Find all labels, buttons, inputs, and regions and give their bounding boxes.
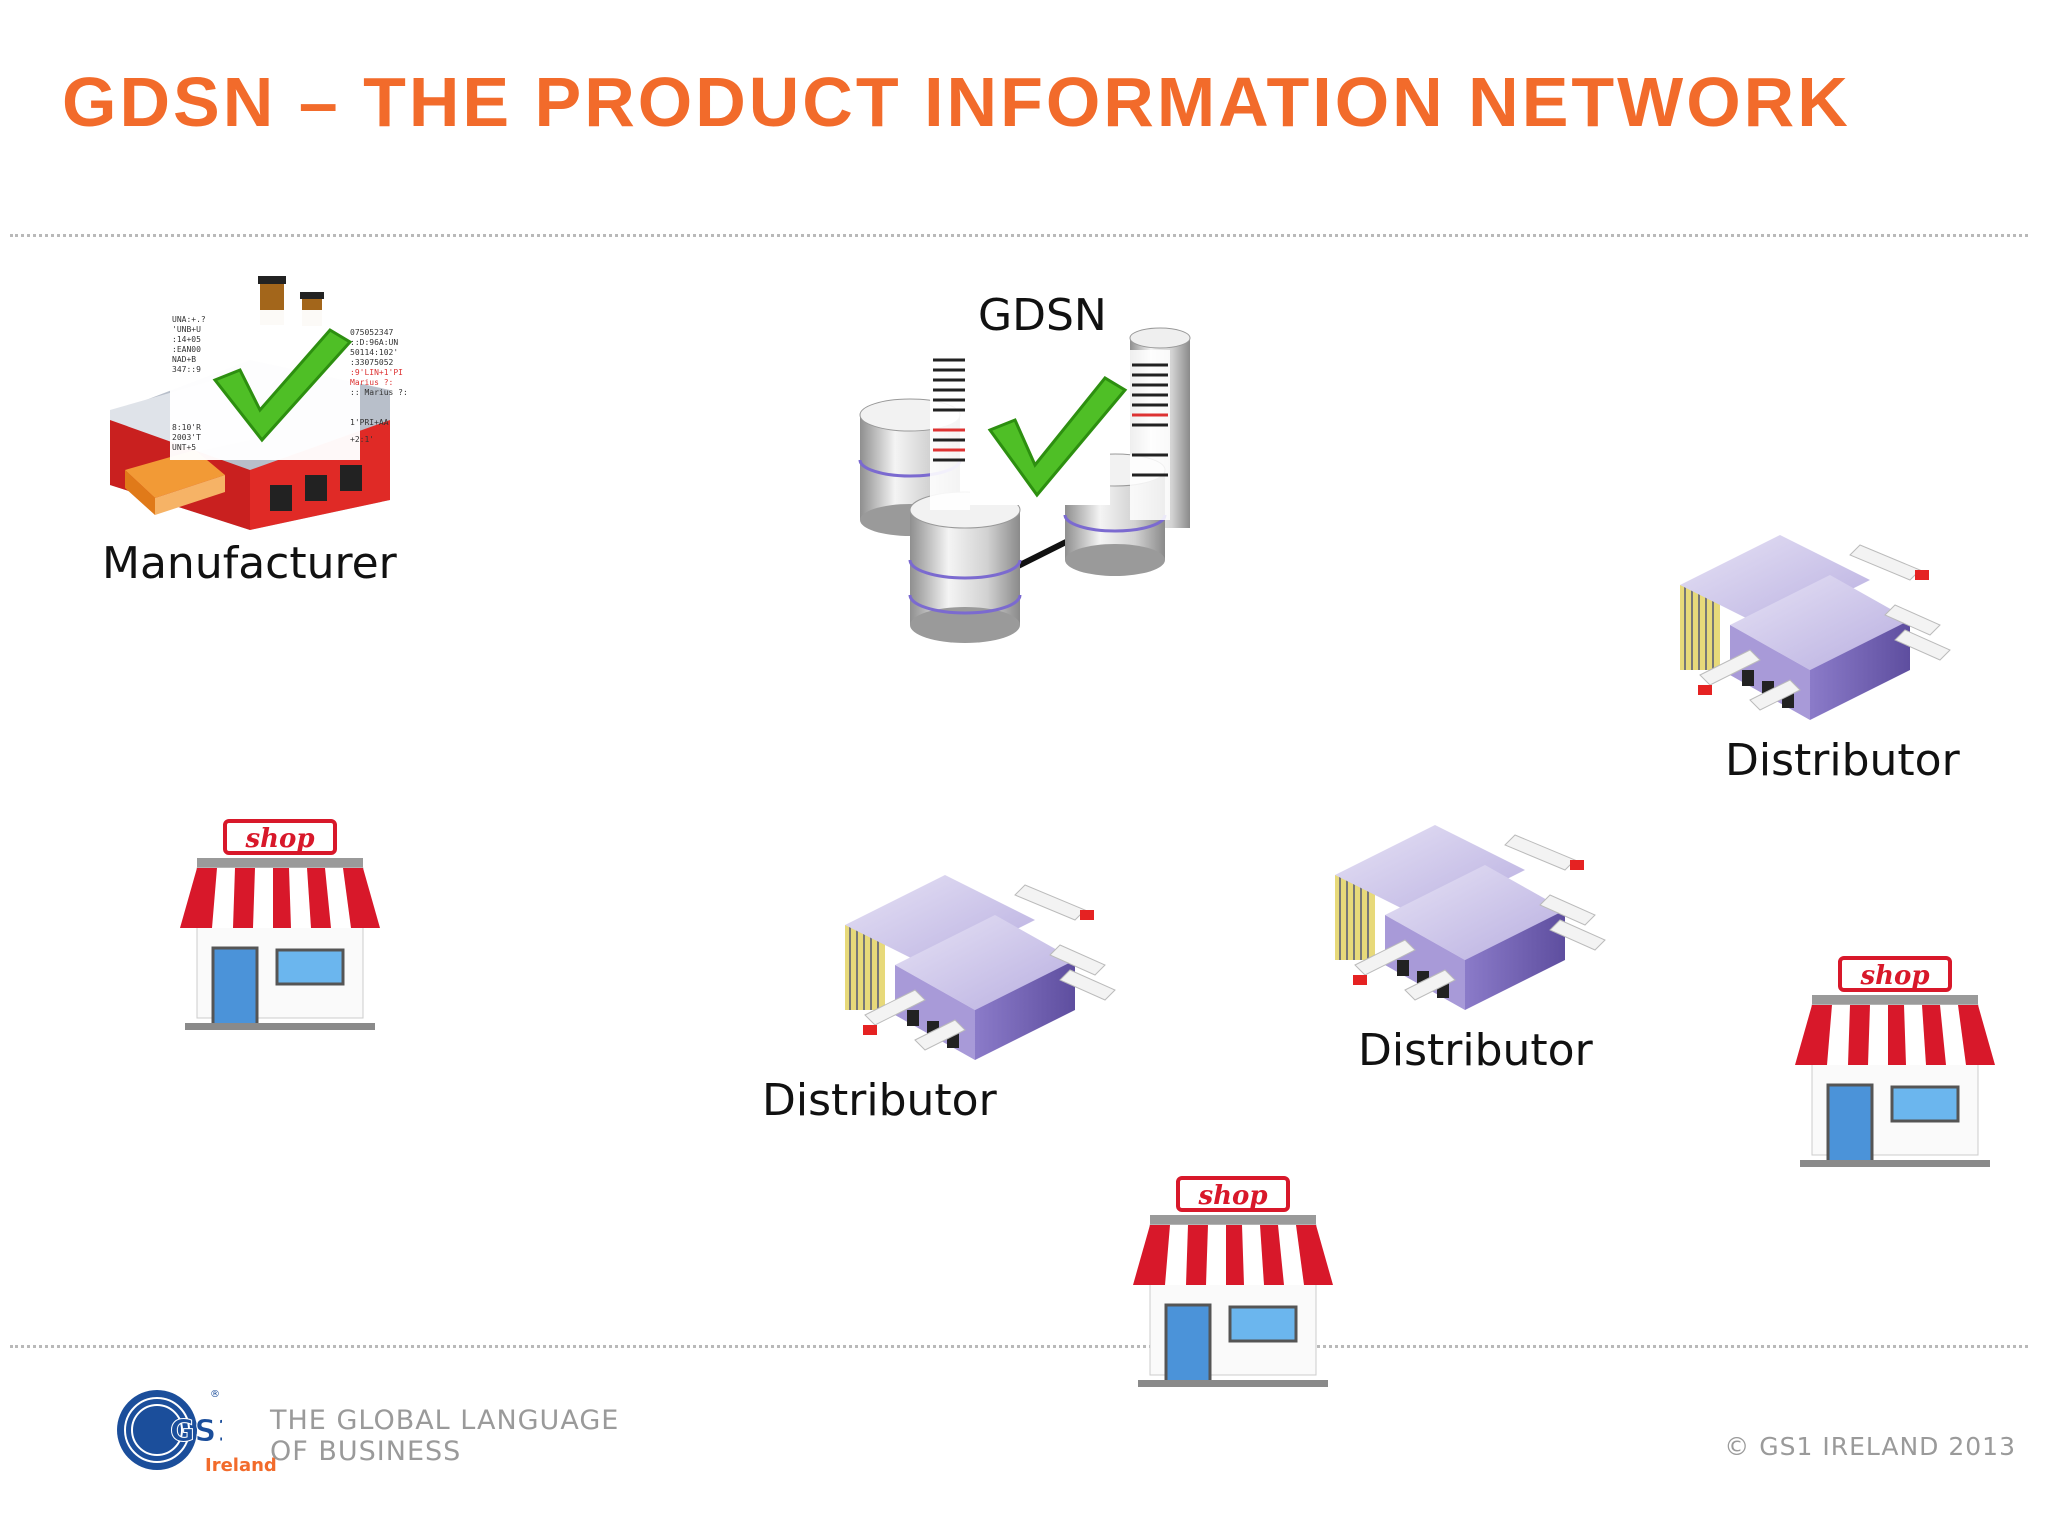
doc-line: 347::9 <box>172 365 201 374</box>
shop-sign-text: shop <box>1859 961 1929 991</box>
gdsn-label: GDSN <box>978 290 1107 341</box>
doc-line: NAD+B <box>172 355 196 364</box>
top-divider <box>10 234 2028 237</box>
doc-line: UNT+5 <box>172 443 196 452</box>
warehouse-icon <box>1680 535 1951 720</box>
doc-line: 075052347 <box>350 328 394 337</box>
manufacturer-label: Manufacturer <box>102 538 397 589</box>
gs1-logo-icon: GS1 ® <box>117 1389 222 1470</box>
doc-line: 'UNB+U <box>172 325 201 334</box>
doc-line: 8:10'R <box>172 423 201 432</box>
tagline-line-1: THE GLOBAL LANGUAGE <box>270 1405 620 1436</box>
bottom-divider <box>10 1345 2028 1348</box>
doc-line: 2003'T <box>172 433 201 442</box>
svg-text:®: ® <box>210 1389 220 1400</box>
doc-line: ::D:96A:UN <box>350 338 398 347</box>
copyright-text: © GS1 IRELAND 2013 <box>1724 1432 2016 1461</box>
shop-icon: shop <box>1795 956 1995 1167</box>
doc-line: :: Marius ?: <box>350 388 408 397</box>
shop-icon: shop <box>180 819 380 1030</box>
shop-icon: shop <box>1133 1176 1333 1387</box>
distributor-label: Distributor <box>1358 1025 1593 1076</box>
gs1-logo-text: GS1 <box>170 1414 222 1449</box>
doc-line: 50114:102' <box>350 348 398 357</box>
doc-line: +2:1' <box>350 435 374 444</box>
database-network-icon <box>858 327 1191 643</box>
doc-line: UNA:+.? <box>172 315 206 324</box>
doc-line: :14+05 <box>172 335 201 344</box>
slide-title: GDSN – THE PRODUCT INFORMATION NETWORK <box>62 63 1851 141</box>
doc-line: Marius ?: <box>350 378 393 387</box>
warehouse-icon <box>1335 825 1606 1010</box>
doc-line: 1'PRI+AA <box>350 418 389 427</box>
shop-sign-text: shop <box>1197 1181 1267 1211</box>
factory-icon: UNA:+.? 'UNB+U :14+05 :EAN00 NAD+B 347::… <box>110 276 408 530</box>
tagline-line-2: OF BUSINESS <box>270 1436 462 1467</box>
footer-tagline: THE GLOBAL LANGUAGE OF BUSINESS <box>270 1405 619 1467</box>
distributor-label: Distributor <box>1725 735 1960 786</box>
doc-line: :33075052 <box>350 358 394 367</box>
doc-line: :9'LIN+1'PI <box>350 368 403 377</box>
logo-sublabel: Ireland <box>205 1455 277 1476</box>
warehouse-icon <box>845 875 1116 1060</box>
doc-line: :EAN00 <box>172 345 201 354</box>
shop-sign-text: shop <box>244 824 314 854</box>
distributor-label: Distributor <box>762 1075 997 1126</box>
